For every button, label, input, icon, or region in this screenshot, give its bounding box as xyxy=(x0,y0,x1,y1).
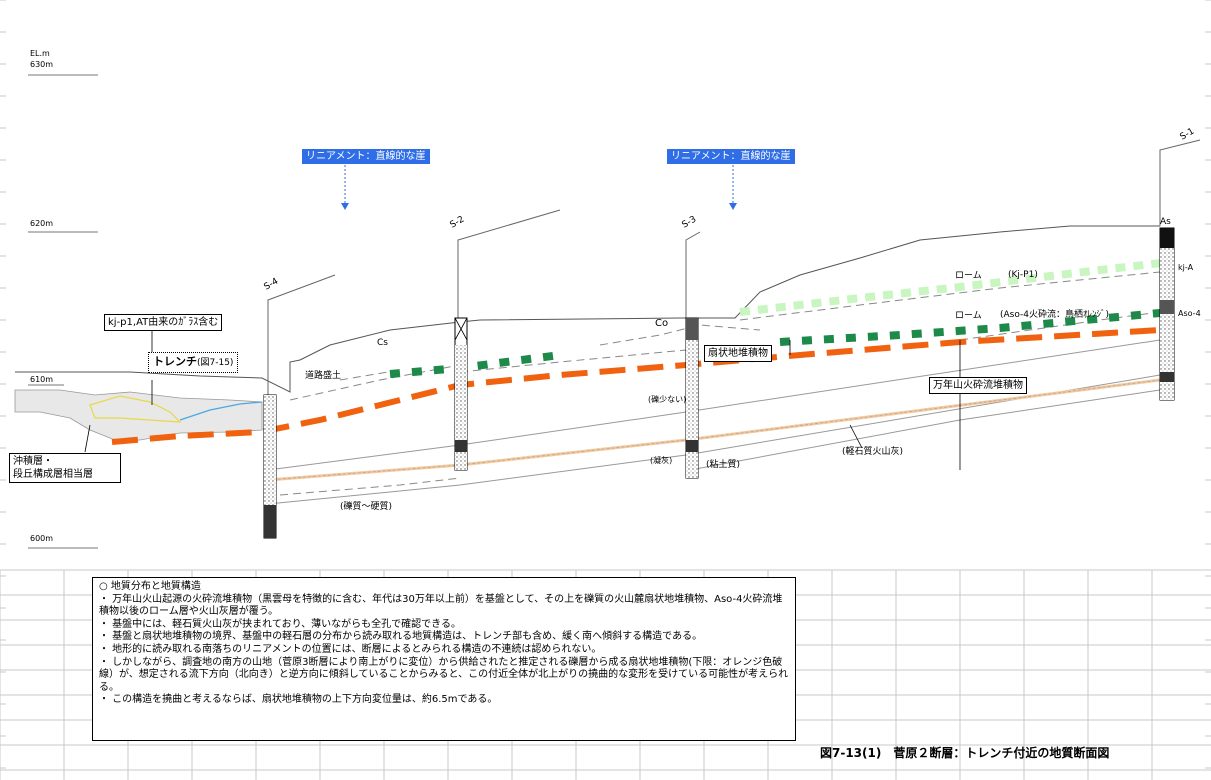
leader-lines xyxy=(84,330,961,470)
figure-caption: 図7-13(1) 菅原２断層：トレンチ付近の地質断面図 xyxy=(820,746,1110,760)
notes-item: ・ しかしながら、調査地の南方の山地（菅原3断層により南上がりに変位）から供給さ… xyxy=(99,656,789,693)
pumice-ash-line-inner xyxy=(267,379,1161,481)
elevation-lines xyxy=(28,74,98,549)
manen-pyroclastic-label: 万年山火砕流堆積物 xyxy=(929,377,1027,394)
alluvium-label-line2: 段丘構成層相当層 xyxy=(13,469,93,480)
aso4-line xyxy=(389,351,561,378)
notes-item: ・ この構造を撓曲と考えるならば、扇状地堆積物の上下方向変位量は、約6.5mであ… xyxy=(99,694,498,706)
borehole-s4-column xyxy=(263,394,277,539)
notes-item: ・ 万年山火山起源の火砕流堆積物（黒雲母を特徴的に含む、年代は30万年以上前）を… xyxy=(99,593,783,618)
borehole-s3-label: S-3 xyxy=(681,215,699,231)
elevation-630-label: 630m xyxy=(30,60,53,69)
borehole-s1-column xyxy=(1159,227,1175,401)
trench-label: トレンチ(図7-15) xyxy=(148,352,239,373)
loam-label-2: ローム xyxy=(955,310,982,321)
elevation-610-label: 610m xyxy=(30,375,53,384)
trench-fill xyxy=(14,389,263,441)
fan-deposit-label: 扇状地堆積物 xyxy=(704,345,772,362)
little-gravel-label: (礫少ない) xyxy=(648,394,686,404)
notes-heading: ○ 地質分布と地質構造 xyxy=(99,581,201,592)
elevation-unit-label: EL.m xyxy=(30,49,50,58)
road-fill-label: 道路盛土 xyxy=(305,369,341,381)
alluvium-label: 沖積層・ 段丘構成層相当層 xyxy=(9,453,121,483)
borehole-s1-label: S-1 xyxy=(1179,127,1197,143)
kjp1-glass-label: kj-p1,AT由来のｶﾞﾗｽ含む xyxy=(104,314,223,331)
tuff-label: (凝灰) xyxy=(650,455,672,465)
pumice-ash-label: (軽石質火山灰) xyxy=(842,445,903,457)
kjp1-label: (Kj-P1) xyxy=(1008,270,1038,280)
trench-label-text: トレンチ xyxy=(153,355,197,368)
notes-item: ・ 基盤中には、軽石質火山灰が挟まれており、薄いながらも全孔で確認できる。 xyxy=(99,618,461,630)
trench-yellow-outline xyxy=(89,395,182,423)
borehole-s2-column xyxy=(454,317,468,471)
co-label: Co xyxy=(655,318,668,329)
borehole-s4-label: S-4 xyxy=(263,276,281,292)
elevation-600-label: 600m xyxy=(30,534,53,543)
borehole-s2-label: S-2 xyxy=(449,215,467,231)
borehole-s3-column xyxy=(685,317,699,479)
as-label: As xyxy=(1160,217,1171,227)
trench-blue-line xyxy=(179,401,263,421)
ground-surface xyxy=(15,225,1160,393)
alluvium-label-line1: 沖積層・ xyxy=(13,456,53,467)
loam-label-1: ローム xyxy=(955,270,982,281)
kjp1-line xyxy=(739,258,1171,316)
kja-label: kj-A xyxy=(1178,263,1194,272)
lineament-left-label: リニアメント：直線的な崖 xyxy=(302,149,430,164)
aso4-label: (Aso-4火砕流：鳥栖ｵﾚﾝｼﾞ) xyxy=(1000,308,1109,320)
trench-figure-ref: (図7-15) xyxy=(197,358,234,368)
mud-label: (粘土質) xyxy=(706,458,740,470)
lineament-right-label: リニアメント：直線的な崖 xyxy=(667,149,795,164)
lineament-arrows xyxy=(344,165,734,205)
aso4-short-label: Aso-4 xyxy=(1178,309,1201,318)
notes-item: ・ 地形的に読み取れる南落ちのリニアメントの位置には、断層によるとみられる構造の… xyxy=(99,643,602,655)
hard-grain-label: (礫質～硬質) xyxy=(340,500,392,512)
notes-item: ・ 基盤と扇状地堆積物の境界、基盤中の軽石層の分布から読み取れる地質構造は、トレ… xyxy=(99,631,703,643)
elevation-620-label: 620m xyxy=(30,219,53,228)
dashed-guides xyxy=(279,271,1161,496)
cs-label: Cs xyxy=(377,338,388,348)
borehole-lead-lines xyxy=(267,139,1201,395)
geology-notes-box: ○ 地質分布と地質構造 ・ 万年山火山起源の火砕流堆積物（黒雲母を特徴的に含む、… xyxy=(92,577,796,741)
lineament-arrowheads xyxy=(341,203,737,210)
